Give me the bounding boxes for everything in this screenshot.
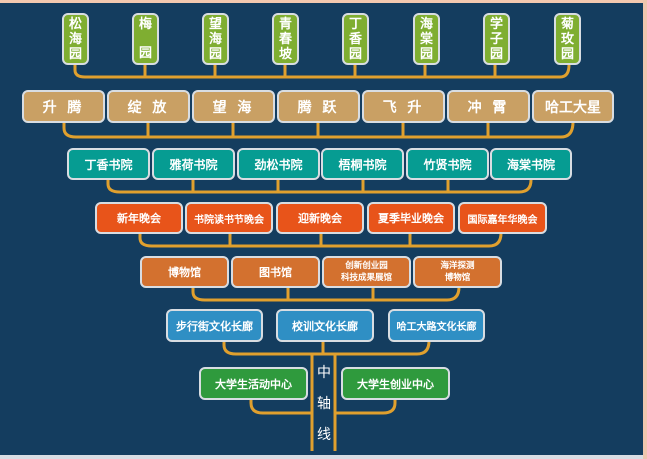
garden-char: 望 <box>208 16 222 32</box>
connector-tick <box>143 65 497 77</box>
garden-char: 园 <box>138 46 152 61</box>
college-box[interactable]: 竹贤书院 <box>406 148 489 180</box>
venue-box[interactable]: 海洋探测博物馆 <box>413 256 502 288</box>
connector-row-spirit <box>62 121 575 139</box>
frame-edge-right <box>643 0 647 459</box>
axis-label-char: 中 <box>317 365 331 381</box>
connector-row-venues <box>191 286 461 302</box>
garden-char: 松 <box>68 16 82 32</box>
connector-center-left <box>249 399 312 415</box>
college-box[interactable]: 劲松书院 <box>237 148 320 180</box>
corridor-box[interactable]: 校训文化长廊 <box>276 309 374 342</box>
frame-edge-bottom <box>0 455 643 459</box>
garden-box[interactable]: 望海园 <box>202 13 229 65</box>
corridor-box[interactable]: 步行街文化长廊 <box>166 309 263 342</box>
gala-box[interactable]: 夏季毕业晚会 <box>367 202 455 234</box>
garden-char: 棠 <box>419 31 433 47</box>
garden-char: 海 <box>68 31 82 47</box>
garden-box[interactable]: 菊玫园 <box>554 13 581 65</box>
gala-box[interactable]: 迎新晚会 <box>276 202 364 234</box>
garden-box[interactable]: 学子园 <box>483 13 510 65</box>
spirit-box[interactable]: 飞 升 <box>362 90 445 123</box>
connector-row-gardens <box>73 64 571 79</box>
garden-char: 菊 <box>560 16 574 32</box>
connector-row-corridors <box>222 340 431 356</box>
garden-char: 园 <box>348 46 362 62</box>
garden-char: 青 <box>278 16 292 32</box>
garden-char: 丁 <box>348 16 362 32</box>
spirit-box[interactable]: 腾 跃 <box>277 90 360 123</box>
garden-char: 园 <box>68 46 82 62</box>
gala-box[interactable]: 新年晚会 <box>95 202 183 234</box>
connector-row-colleges <box>106 179 533 194</box>
axis-label-char: 线 <box>317 427 331 443</box>
center-box[interactable]: 大学生创业中心 <box>341 367 450 400</box>
connector-tick <box>286 287 375 300</box>
corridor-box[interactable]: 哈工大路文化长廊 <box>388 309 485 342</box>
garden-char: 梅 <box>138 17 152 32</box>
gala-box[interactable]: 书院读书节晚会 <box>185 202 273 234</box>
axis-label-char: 轴 <box>317 396 331 412</box>
garden-char: 海 <box>419 16 433 32</box>
garden-box[interactable]: 梅园 <box>132 13 159 65</box>
venue-box[interactable]: 博物馆 <box>140 256 229 288</box>
college-box[interactable]: 梧桐书院 <box>321 148 404 180</box>
connector-center-right <box>335 400 397 415</box>
venue-box[interactable]: 图书馆 <box>231 256 320 288</box>
venue-label-line: 博物馆 <box>444 273 471 283</box>
garden-char: 坡 <box>278 46 292 62</box>
garden-char: 学 <box>489 16 503 32</box>
garden-char: 海 <box>208 31 222 47</box>
garden-char: 园 <box>560 46 574 62</box>
venue-box[interactable]: 创新创业园科技成果展馆 <box>322 256 411 288</box>
garden-char: 春 <box>278 31 292 47</box>
connector-tick <box>191 180 450 192</box>
college-box[interactable]: 雅荷书院 <box>152 148 235 180</box>
garden-char: 香 <box>348 31 362 47</box>
college-box[interactable]: 丁香书院 <box>67 148 150 180</box>
spirit-box[interactable]: 望 海 <box>192 90 275 123</box>
gala-box[interactable]: 国际嘉年华晚会 <box>458 202 547 234</box>
connector-row-galas <box>138 232 503 248</box>
garden-char: 园 <box>208 46 222 62</box>
spirit-box[interactable]: 绽 放 <box>107 90 190 123</box>
garden-char: 玫 <box>560 31 574 47</box>
garden-char: 园 <box>489 46 503 62</box>
spirit-box[interactable]: 冲 霄 <box>447 90 530 123</box>
garden-char: 园 <box>419 46 433 62</box>
garden-char: 子 <box>489 31 503 47</box>
garden-box[interactable]: 青春坡 <box>272 13 299 65</box>
garden-box[interactable]: 松海园 <box>62 13 89 65</box>
connector-tick <box>146 122 490 137</box>
college-box[interactable]: 海棠书院 <box>490 148 572 180</box>
center-box[interactable]: 大学生活动中心 <box>199 367 308 400</box>
spirit-box[interactable]: 升 腾 <box>22 90 105 123</box>
garden-box[interactable]: 丁香园 <box>342 13 369 65</box>
garden-box[interactable]: 海棠园 <box>413 13 440 65</box>
connector-tick <box>228 233 412 246</box>
venue-label-line: 科技成果展馆 <box>340 273 392 283</box>
venue-label-line: 创新创业园 <box>345 261 388 271</box>
venue-label-line: 海洋探测 <box>440 261 475 271</box>
spirit-box[interactable]: 哈工大星 <box>532 90 614 123</box>
